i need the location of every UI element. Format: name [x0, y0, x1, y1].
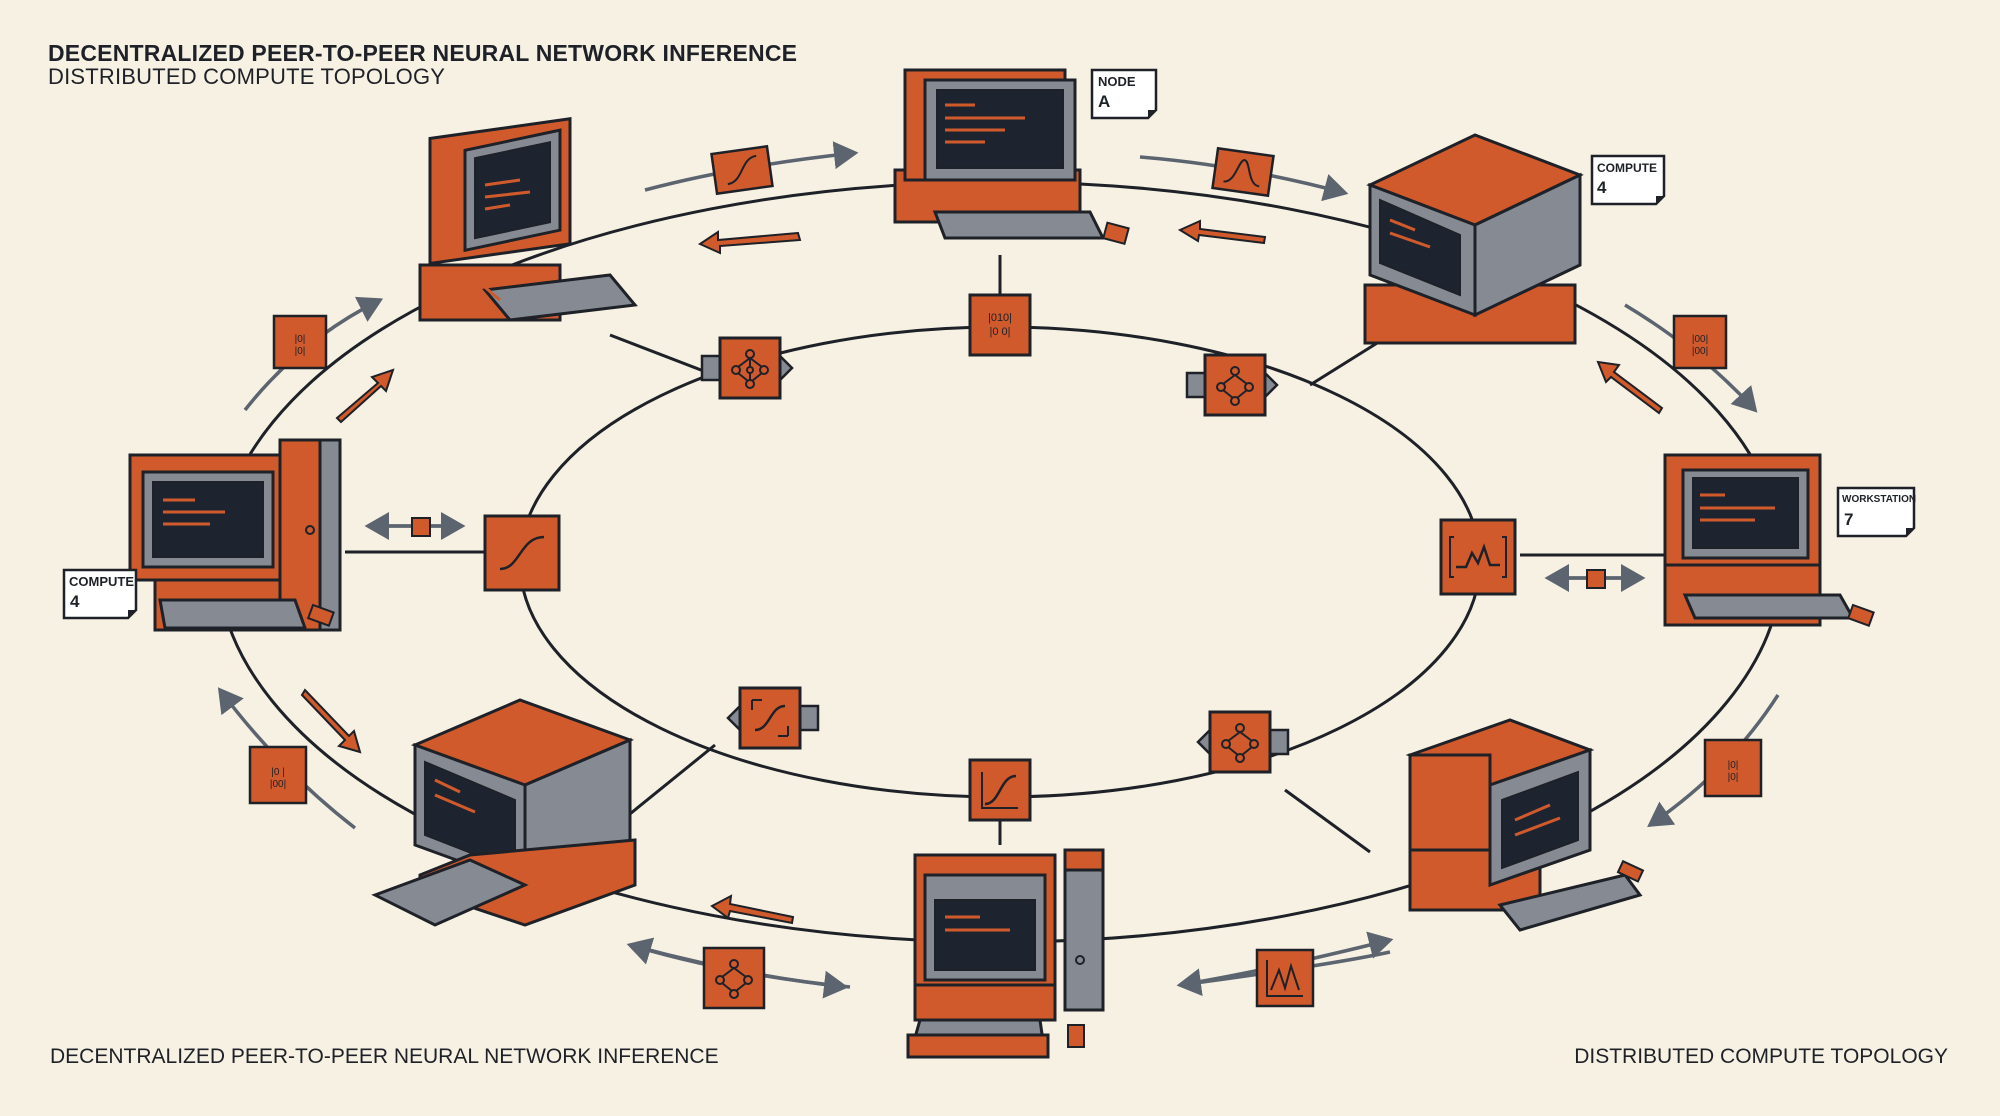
binary-data-icon: |0| |0|	[272, 314, 328, 370]
node-label-top: NODE A	[1090, 68, 1158, 120]
computer-node-top-right[interactable]	[1363, 133, 1584, 345]
svg-text:4: 4	[70, 592, 80, 611]
node-label-top-line2: A	[1098, 92, 1110, 111]
node-label-top-line1: NODE	[1098, 74, 1136, 89]
inner-ring	[518, 325, 1482, 799]
svg-text:|0|: |0|	[295, 334, 306, 345]
svg-text:|0|: |0|	[295, 346, 306, 357]
footer-left: DECENTRALIZED PEER-TO-PEER NEURAL NETWOR…	[50, 1045, 719, 1068]
link-connector	[411, 517, 1606, 589]
svg-text:7: 7	[1844, 510, 1853, 529]
diagram-title: DECENTRALIZED PEER-TO-PEER NEURAL NETWOR…	[48, 40, 798, 66]
computer-node-top-left[interactable]	[418, 117, 638, 322]
node-label-left: COMPUTE 4	[62, 568, 138, 620]
orange-arrows	[300, 219, 1664, 925]
binary-data-icon: |010| |0 0|	[968, 293, 1032, 357]
waveform-icon	[1255, 948, 1315, 1008]
sigmoid-curve-icon	[726, 686, 820, 750]
svg-text:|0|: |0|	[1728, 772, 1739, 783]
sigmoid-curve-icon	[968, 758, 1032, 822]
sigmoid-curve-icon	[483, 514, 561, 592]
svg-text:4: 4	[1597, 178, 1607, 197]
bell-curve-icon	[1211, 146, 1275, 198]
neural-network-icon	[702, 946, 766, 1010]
computer-node-bottom-right[interactable]	[1405, 718, 1645, 932]
svg-text:|0|: |0|	[1728, 760, 1739, 771]
neural-network-icon	[1185, 353, 1279, 417]
computer-node-left[interactable]	[128, 438, 342, 632]
node-label-top-right: COMPUTE 4	[1590, 154, 1666, 206]
svg-text:|00|: |00|	[270, 779, 286, 790]
footer-right: DISTRIBUTED COMPUTE TOPOLOGY	[1574, 1045, 1948, 1068]
svg-text:|00|: |00|	[1692, 346, 1708, 357]
svg-text:WORKSTATION: WORKSTATION	[1842, 494, 1916, 505]
computer-node-top[interactable]	[893, 68, 1130, 246]
binary-data-icon: |00| |00|	[1672, 314, 1728, 370]
svg-text:|00|: |00|	[1692, 334, 1708, 345]
svg-text:COMPUTE: COMPUTE	[1597, 161, 1657, 175]
computer-node-bottom-left[interactable]	[371, 698, 637, 927]
svg-text:|010|: |010|	[988, 312, 1012, 324]
neural-network-icon	[1196, 710, 1290, 774]
svg-text:|0 0|: |0 0|	[989, 326, 1010, 338]
sigmoid-curve-icon	[710, 144, 774, 196]
svg-text:|0 |: |0 |	[271, 767, 285, 778]
node-label-right: WORKSTATION 7	[1836, 486, 1916, 538]
waveform-icon	[1439, 518, 1517, 596]
neural-network-icon	[700, 336, 794, 400]
svg-text:COMPUTE: COMPUTE	[69, 574, 134, 589]
computer-node-bottom[interactable]	[906, 848, 1105, 1059]
binary-data-icon: |0| |0|	[1703, 738, 1763, 798]
computer-node-right[interactable]	[1663, 453, 1875, 627]
diagram-subtitle: DISTRIBUTED COMPUTE TOPOLOGY	[48, 64, 446, 89]
binary-data-icon: |0 | |00|	[248, 745, 308, 805]
